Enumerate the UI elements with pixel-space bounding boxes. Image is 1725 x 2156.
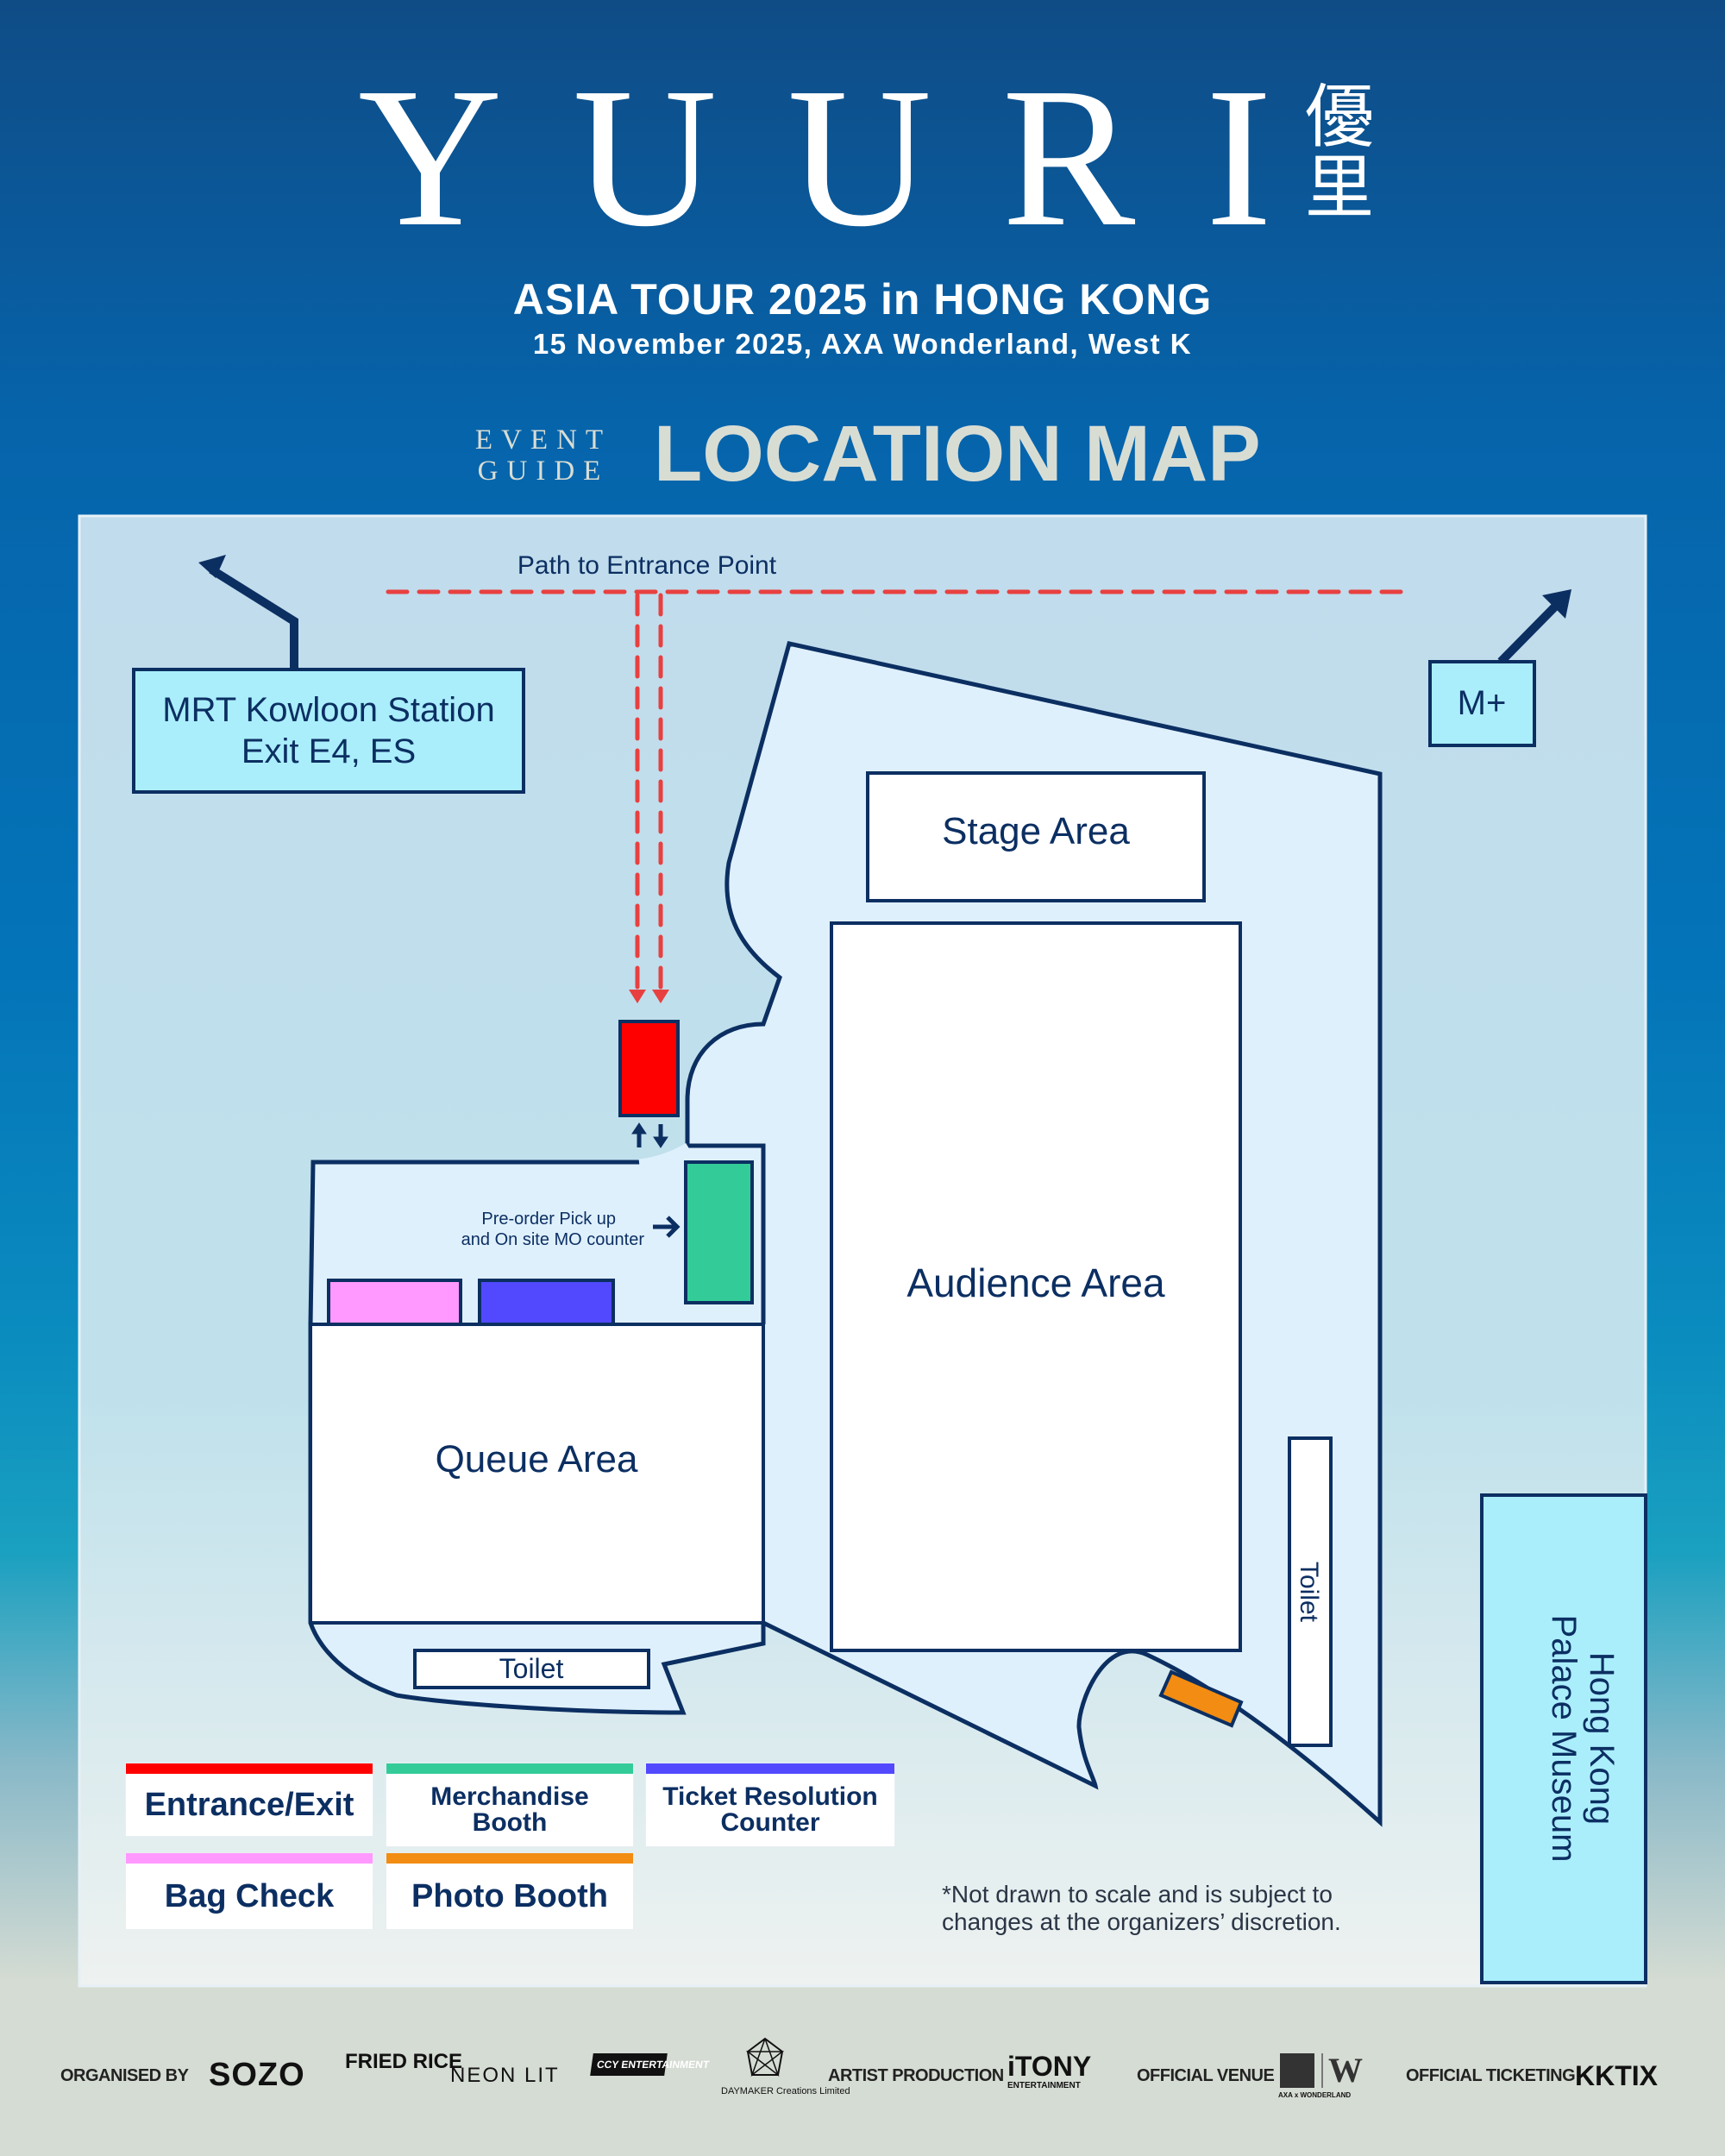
event-guide-label: EVENT GUIDE [470, 424, 617, 487]
legend-label: Bag Check [164, 1878, 335, 1914]
legend-photo-booth: Photo Booth [386, 1853, 633, 1929]
legend-label-line1: Merchandise [430, 1782, 589, 1811]
m-plus-direction-arrow-icon [1497, 589, 1571, 665]
toilet-bottom [413, 1649, 650, 1689]
photo-booth-marker [1158, 1669, 1244, 1728]
legend-label-line2: Booth [472, 1808, 548, 1837]
mrt-direction-arrow-icon [198, 555, 298, 669]
wonderland-w-icon: W [1328, 2051, 1363, 2090]
ccy-entertainment-logo: CCY ENTERTAINMENT [590, 2053, 710, 2076]
kanji-1: 優 [1305, 77, 1374, 157]
path-label: Path to Entrance Point [518, 551, 777, 580]
sponsor-footer: ORGANISED BY SOZO FRIED RICE NEON LIT CC… [0, 2019, 1725, 2131]
path-to-entrance [386, 589, 1404, 995]
guide-label-line1: EVENT [474, 424, 612, 456]
museum-label-line1: Hong Kong [1583, 1652, 1621, 1825]
queue-area-label: Queue Area [436, 1438, 638, 1480]
itony-logo: iTONY [1007, 2051, 1092, 2082]
audience-area [830, 921, 1242, 1652]
merchandise-booth-marker [684, 1160, 754, 1304]
disclaimer-line1: *Not drawn to scale and is subject to [942, 1881, 1333, 1908]
artist-wordmark: YUURI [358, 47, 1272, 268]
tour-title: ASIA TOUR 2025 in HONG KONG [512, 275, 1213, 324]
ticket-resolution-marker [478, 1279, 615, 1326]
organised-by-label: ORGANISED BY [60, 2066, 189, 2085]
preorder-label-line2: and On site MO counter [461, 1230, 645, 1249]
toilet-right-label: Toilet [1295, 1562, 1323, 1623]
m-plus-box [1428, 660, 1536, 747]
sozo-logo: SOZO [209, 2057, 305, 2093]
stage-area-label: Stage Area [942, 810, 1130, 852]
logo-divider [1321, 2053, 1323, 2088]
preorder-label-line1: Pre-order Pick up [481, 1210, 616, 1229]
legend-label: Entrance/Exit [144, 1787, 354, 1823]
audience-area-label: Audience Area [906, 1260, 1165, 1305]
legend-label: Merchandise Booth [386, 1774, 633, 1846]
path-arrowheads-icon [629, 990, 669, 1003]
entrance-exit-arrows-icon [631, 1122, 668, 1148]
disclaimer-line2: changes at the organizers’ discretion. [942, 1908, 1341, 1935]
bag-check-marker [327, 1279, 462, 1326]
daymaker-logo: DAYMAKER Creations Limited [721, 2086, 850, 2096]
m-plus-label: M+ [1458, 684, 1507, 722]
fried-rice-logo: FRIED RICE [345, 2050, 463, 2073]
toilet-right [1288, 1436, 1333, 1747]
toilet-bottom-label: Toilet [499, 1653, 564, 1684]
axa-logo-icon [1280, 2053, 1314, 2088]
kanji-2: 里 [1305, 148, 1374, 228]
official-ticketing-label: OFFICIAL TICKETING [1406, 2066, 1576, 2085]
legend-ticket-resolution: Ticket Resolution Counter [646, 1763, 894, 1846]
neon-lit-logo: NEON LIT [450, 2064, 560, 2087]
artist-title: YUURI [341, 47, 1289, 268]
mrt-label-line1: MRT Kowloon Station [162, 691, 494, 729]
legend-color-bar [386, 1853, 633, 1864]
legend-entrance-exit: Entrance/Exit [126, 1763, 373, 1836]
legend-color-bar [386, 1763, 633, 1774]
itony-sub-label: ENTERTAINMENT [1007, 2081, 1081, 2090]
mrt-label-line2: Exit E4, ES [242, 732, 416, 770]
legend-label-line2: Counter [720, 1808, 820, 1837]
legend-bag-check: Bag Check [126, 1853, 373, 1929]
entrance-exit-marker [618, 1020, 680, 1117]
palace-museum-box [1480, 1493, 1647, 1984]
event-date-venue: 15 November 2025, AXA Wonderland, West K [532, 328, 1193, 360]
museum-label-line2: Palace Museum [1545, 1615, 1583, 1863]
legend-label: Ticket Resolution Counter [646, 1774, 894, 1846]
queue-area [309, 1323, 765, 1625]
official-venue-label: OFFICIAL VENUE [1137, 2066, 1275, 2085]
artist-production-label: ARTIST PRODUCTION [828, 2066, 1004, 2085]
stage-area [866, 771, 1206, 902]
legend-color-bar [646, 1763, 894, 1774]
legend-color-bar [126, 1853, 373, 1864]
disclaimer: *Not drawn to scale and is subject to ch… [942, 1881, 1425, 1936]
guide-label-line2: GUIDE [477, 456, 610, 487]
mrt-station-box [132, 668, 525, 794]
axa-wonderland-logo: AXA x WONDERLAND [1278, 2091, 1352, 2099]
daymaker-star-icon [745, 2037, 785, 2077]
preorder-arrow-icon [653, 1216, 681, 1238]
kktix-logo: KKTIX [1575, 2060, 1658, 2091]
legend-color-bar [126, 1763, 373, 1774]
artist-kanji: 優 里 [1301, 82, 1378, 223]
legend-merchandise-booth: Merchandise Booth [386, 1763, 633, 1846]
page-title: LOCATION MAP [654, 410, 1261, 498]
legend-label-line1: Ticket Resolution [662, 1782, 878, 1811]
legend-label: Photo Booth [411, 1878, 608, 1914]
